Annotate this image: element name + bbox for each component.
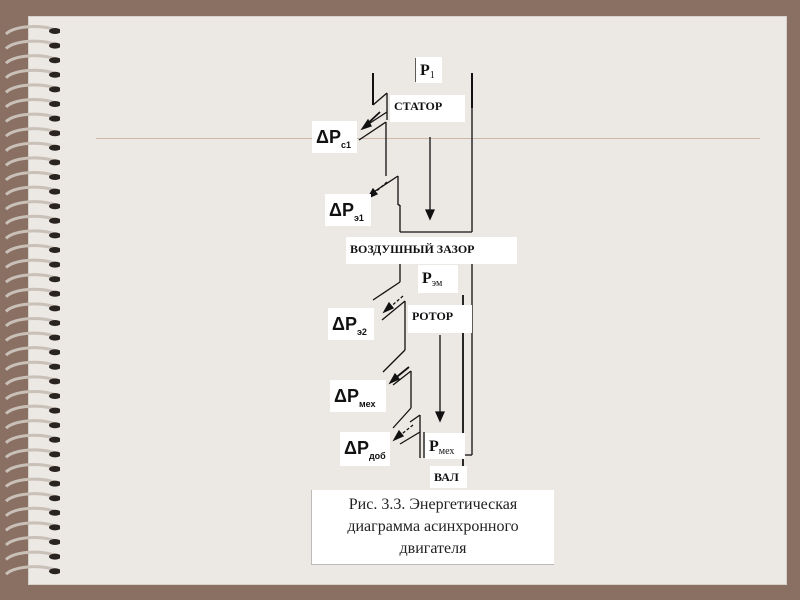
spiral-ring — [4, 127, 60, 138]
spiral-ring — [4, 185, 60, 196]
spiral-ring — [4, 83, 60, 94]
dp-add-main: ΔP — [344, 438, 369, 458]
spiral-ring — [4, 404, 60, 415]
spiral-ring — [4, 492, 60, 503]
spiral-ring — [4, 25, 60, 36]
caption-line-2: диаграмма асинхронного — [347, 518, 519, 535]
loss-core-stator: ΔPс1 — [312, 121, 357, 153]
spiral-ring — [4, 244, 60, 255]
p1-sub: 1 — [429, 70, 435, 81]
spiral-binding-icon — [4, 25, 60, 576]
loss-additional: ΔPдоб — [340, 432, 390, 466]
dp-e2-sub: э2 — [356, 327, 367, 337]
spiral-ring — [4, 54, 60, 65]
spiral-ring — [4, 39, 60, 50]
spiral-ring — [4, 506, 60, 517]
spiral-ring — [4, 331, 60, 342]
em-power-label: Pэм — [418, 265, 458, 293]
spiral-ring — [4, 287, 60, 298]
dp-mech-sub: мех — [358, 399, 376, 409]
spiral-ring — [4, 536, 60, 547]
spiral-ring — [4, 273, 60, 284]
loss-electrical-stator: ΔPэ1 — [325, 194, 371, 226]
dp-e1-sub: э1 — [353, 213, 364, 223]
dp-mech-main: ΔP — [334, 386, 359, 406]
mech-power-label: Pмех — [425, 433, 465, 459]
spiral-ring — [4, 171, 60, 182]
spiral-ring — [4, 141, 60, 152]
spiral-ring — [4, 448, 60, 459]
spiral-ring — [4, 390, 60, 401]
air-gap-label: ВОЗДУШНЫЙ ЗАЗОР — [346, 237, 517, 264]
spiral-ring — [4, 521, 60, 532]
dp-c1-main: ΔP — [316, 127, 341, 147]
spiral-ring — [4, 477, 60, 488]
spiral-ring — [4, 156, 60, 167]
spiral-ring — [4, 463, 60, 474]
stator-label: СТАТОР — [390, 95, 465, 122]
input-power-label: P1 — [416, 57, 442, 83]
p1-main: P — [420, 62, 430, 79]
spiral-ring — [4, 433, 60, 444]
spiral-ring — [4, 258, 60, 269]
dp-add-sub: доб — [368, 451, 386, 461]
page-rule-line — [96, 138, 760, 139]
spiral-ring — [4, 302, 60, 313]
shaft-label: ВАЛ — [430, 466, 467, 488]
figure-caption: Рис. 3.3. Энергетическая диаграмма асинх… — [311, 490, 554, 565]
pem-main: P — [422, 270, 432, 287]
loss-electrical-rotor: ΔPэ2 — [328, 308, 374, 340]
spiral-ring — [4, 565, 60, 576]
spiral-ring — [4, 112, 60, 123]
spiral-ring — [4, 550, 60, 561]
pmech-main: P — [429, 438, 439, 455]
pem-sub: эм — [431, 278, 443, 289]
spiral-ring — [4, 68, 60, 79]
spiral-ring — [4, 346, 60, 357]
spiral-ring — [4, 375, 60, 386]
pmech-sub: мех — [438, 446, 455, 457]
spiral-ring — [4, 214, 60, 225]
spiral-ring — [4, 229, 60, 240]
dp-e1-main: ΔP — [329, 200, 354, 220]
dp-c1-sub: с1 — [340, 140, 351, 150]
spiral-ring — [4, 200, 60, 211]
loss-mechanical: ΔPмех — [330, 380, 386, 412]
caption-line-1: Рис. 3.3. Энергетическая — [348, 496, 518, 513]
caption-line-3: двигателя — [399, 540, 467, 557]
spiral-ring — [4, 98, 60, 109]
spiral-ring — [4, 419, 60, 430]
spiral-ring — [4, 317, 60, 328]
dp-e2-main: ΔP — [332, 314, 357, 334]
rotor-label: РОТОР — [408, 305, 472, 333]
spiral-ring — [4, 360, 60, 371]
